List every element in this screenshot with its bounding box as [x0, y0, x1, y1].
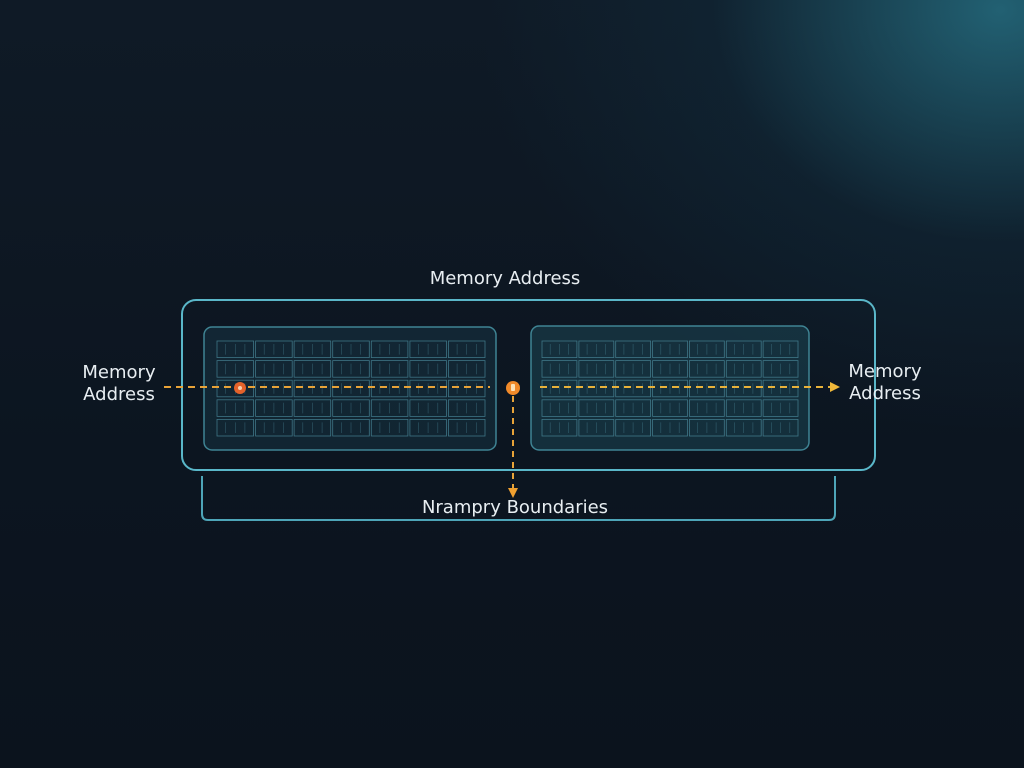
memory-cell [725, 340, 762, 359]
memory-cell [578, 340, 615, 359]
memory-grid-right [541, 340, 799, 437]
memory-cell [541, 379, 578, 398]
memory-cell [615, 399, 652, 417]
memory-cell [447, 399, 486, 417]
memory-cell [689, 360, 725, 378]
memory-cell [370, 379, 409, 398]
memory-block-left [203, 326, 497, 451]
memory-cell [578, 418, 615, 437]
memory-cell [332, 418, 370, 437]
arrowhead-down [508, 488, 518, 498]
memory-cell [725, 379, 762, 398]
memory-cell [216, 379, 254, 398]
memory-cell [409, 340, 447, 359]
memory-cell [689, 340, 725, 359]
memory-cell [578, 360, 615, 378]
memory-cell [216, 418, 254, 437]
memory-cell [332, 340, 370, 359]
memory-cell [652, 399, 688, 417]
memory-cell [409, 379, 447, 398]
memory-cell [689, 379, 725, 398]
memory-cell [447, 379, 486, 398]
memory-cell [332, 399, 370, 417]
memory-cell [578, 399, 615, 417]
memory-cell [615, 340, 652, 359]
memory-cell [332, 360, 370, 378]
memory-cell [652, 379, 688, 398]
memory-cell [255, 360, 293, 378]
memory-cell [216, 340, 254, 359]
memory-cell [541, 418, 578, 437]
memory-cell [652, 360, 688, 378]
memory-cell [255, 340, 293, 359]
memory-cell [216, 399, 254, 417]
memory-cell [370, 360, 409, 378]
memory-cell [615, 360, 652, 378]
memory-cell [725, 399, 762, 417]
memory-cell [293, 360, 332, 378]
memory-cell [447, 418, 486, 437]
memory-cell [293, 399, 332, 417]
memory-cell [762, 379, 799, 398]
memory-cell [370, 340, 409, 359]
memory-cell [615, 418, 652, 437]
memory-cell [293, 418, 332, 437]
memory-cell [409, 399, 447, 417]
memory-cell [762, 399, 799, 417]
memory-cell [725, 360, 762, 378]
memory-cell [541, 399, 578, 417]
memory-cell [762, 360, 799, 378]
boundaries-label: Nrampry Boundaries [421, 497, 609, 518]
memory-cell [409, 360, 447, 378]
memory-cell [255, 379, 293, 398]
right-address-label: Memory Address [848, 361, 922, 404]
memory-cell [370, 399, 409, 417]
memory-cell [689, 399, 725, 417]
memory-cell [255, 399, 293, 417]
memory-cell [762, 418, 799, 437]
memory-cell [447, 360, 486, 378]
top-address-label: Memory Address [429, 268, 581, 289]
memory-cell [762, 340, 799, 359]
memory-cell [447, 340, 486, 359]
memory-cell [652, 418, 688, 437]
memory-cell [293, 379, 332, 398]
memory-cell [370, 418, 409, 437]
memory-cell [541, 340, 578, 359]
memory-cell [689, 418, 725, 437]
boundary-bracket [201, 476, 836, 521]
memory-cell [332, 379, 370, 398]
memory-cell [409, 418, 447, 437]
memory-cell [615, 379, 652, 398]
memory-grid-left [216, 340, 486, 437]
memory-cell [293, 340, 332, 359]
memory-cell [652, 340, 688, 359]
left-address-label: Memory Address [82, 362, 156, 405]
memory-cell [255, 418, 293, 437]
memory-cell [725, 418, 762, 437]
arrowhead-right [830, 382, 840, 392]
memory-block-right [530, 325, 810, 451]
memory-frame [181, 299, 876, 471]
memory-cell [541, 360, 578, 378]
memory-cell [216, 360, 254, 378]
memory-cell [578, 379, 615, 398]
